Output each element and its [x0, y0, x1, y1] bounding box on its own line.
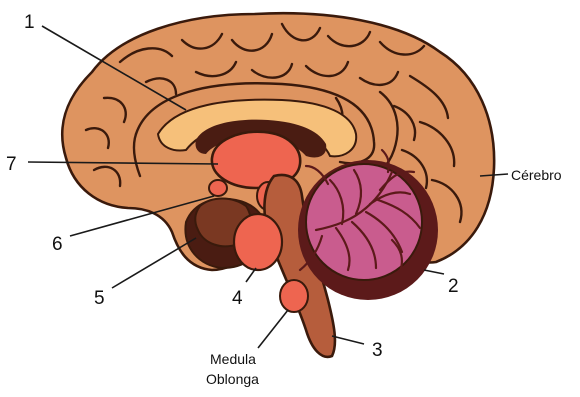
label-5: 5 — [94, 288, 105, 309]
label-6: 6 — [52, 234, 63, 255]
pons — [234, 214, 282, 270]
medulla-oblongata — [280, 280, 308, 312]
leader-medula — [258, 310, 288, 348]
mammillary-body — [209, 180, 227, 196]
label-4: 4 — [232, 288, 243, 309]
leader-3 — [332, 336, 364, 344]
label-2: 2 — [448, 276, 459, 297]
label-cerebro: Cérebro — [511, 167, 562, 183]
label-7: 7 — [6, 154, 17, 175]
label-medula-line1: Medula — [210, 351, 256, 367]
label-medula-line2: Oblonga — [206, 371, 259, 387]
label-1: 1 — [24, 12, 35, 33]
leader-4 — [246, 268, 256, 282]
label-3: 3 — [372, 340, 383, 361]
leader-5 — [112, 238, 196, 288]
cerebellum — [306, 164, 422, 280]
leader-2 — [424, 270, 444, 274]
